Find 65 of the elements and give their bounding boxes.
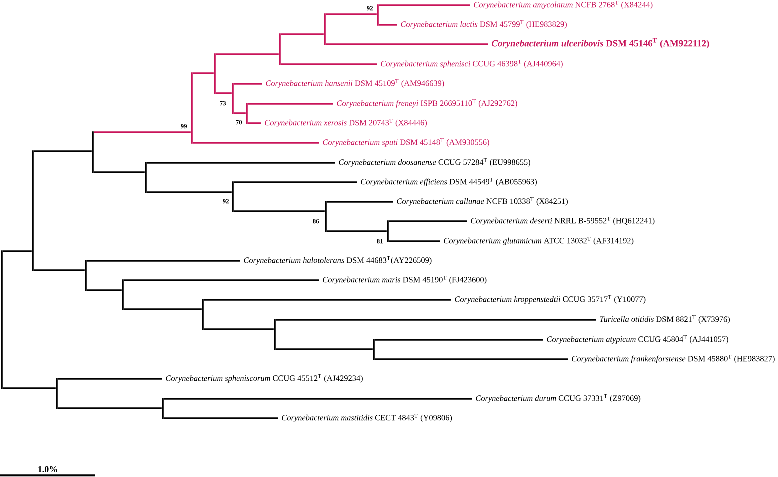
taxon-label: Corynebacterium atypicum CCUG 45804$^{T}$ (AJ441057) <box>547 336 728 344</box>
taxon-label: Corynebacterium sphenisci CCUG 46398$^{T}$ (AJ440964) <box>381 60 563 68</box>
taxon-label: Corynebacterium glutamicum ATCC 13032$^{T}$ (AF314192) <box>444 237 634 246</box>
taxon-label: Corynebacterium halotolerans DSM 44683$^{T}$(AY226509) <box>244 256 432 265</box>
branch-line <box>147 162 335 164</box>
taxon-label: Corynebacterium callunae NCFB 10338$^{T}$ (X84251) <box>397 198 568 206</box>
branch-line <box>216 54 279 56</box>
branch-line <box>58 378 162 380</box>
taxon-label: Corynebacterium lactis DSM 45799$^{T}$ (HE983829) <box>401 20 567 29</box>
branch-line <box>248 122 261 124</box>
taxon-label: Corynebacterium xerosis DSM 20743$^{T}$ (X84446) <box>265 119 428 128</box>
taxon-label: Corynebacterium hansenii DSM 45109$^{T}$ (AM946639) <box>266 80 444 88</box>
branch-line <box>164 418 278 420</box>
branch-line <box>193 72 214 74</box>
taxon-label: Corynebacterium doosanense CCUG 57284$^{T}$ (EU998655) <box>339 158 530 167</box>
branch-line <box>124 308 202 310</box>
branch-line <box>164 398 472 400</box>
branch-line <box>147 192 232 194</box>
branch-line <box>248 103 333 105</box>
branch-line <box>87 260 240 262</box>
branch-line <box>124 280 319 282</box>
branch-line <box>281 34 324 36</box>
taxon-label: Corynebacterium sputi DSM 45148$^{T}$ (AM930556) <box>323 138 490 147</box>
branch-line <box>389 220 467 222</box>
branch-line <box>58 408 162 410</box>
branch-line <box>276 319 596 321</box>
branch-line <box>94 172 145 174</box>
branch-line <box>3 250 32 252</box>
taxon-label: Corynebacterium kroppenstedtii CCUG 35717$^{T}$ (Y10077) <box>455 296 646 304</box>
branch-line <box>34 150 92 152</box>
branch-line <box>326 14 377 16</box>
branch-line <box>389 240 440 242</box>
branch-line <box>94 132 191 134</box>
branch-line <box>34 270 85 272</box>
branch-line <box>216 92 232 94</box>
scale-label: 1.0% <box>38 466 58 472</box>
branch-line <box>87 290 122 292</box>
branch-line <box>3 388 56 390</box>
branch-line <box>234 112 246 114</box>
taxon-label: Corynebacterium ulceribovis DSM 45146$^{T}$ (AM922112) <box>492 38 710 49</box>
taxon-label: Corynebacterium deserti NRRL B-59552$^{T}$ (HQ612241) <box>471 217 655 226</box>
branch-line <box>375 339 543 341</box>
branch-line <box>193 142 319 144</box>
branch-line <box>327 230 387 232</box>
branch-line <box>204 299 451 301</box>
branch-line <box>326 44 488 46</box>
branch-line <box>281 64 377 66</box>
branch-line <box>379 24 397 26</box>
taxon-label: Corynebacterium maris DSM 45190$^{T}$ (FJ423600) <box>323 276 487 284</box>
branch-line <box>234 182 357 184</box>
taxon-label: Corynebacterium efficiens DSM 44549$^{T}$ (AB055963) <box>361 178 537 186</box>
branch-line <box>234 210 325 212</box>
branch-line <box>379 4 470 6</box>
branch-line <box>375 358 568 360</box>
branch-line <box>276 348 373 350</box>
taxon-label: Corynebacterium durum CCUG 37331$^{T}$ (Z97069) <box>476 394 641 403</box>
taxon-label: Corynebacterium frankenforstense DSM 45880$^{T}$ (HE983827) <box>572 355 775 364</box>
taxon-label: Corynebacterium amycolatum NCFB 2768$^{T}$ (X84244) <box>474 1 653 10</box>
branch-line <box>327 201 393 203</box>
branch-line <box>234 83 262 85</box>
taxon-label: Corynebacterium spheniscorum CCUG 45512$^{T}$ (AJ429234) <box>166 374 363 383</box>
branch-line <box>204 328 274 330</box>
taxon-label: Corynebacterium freneyi ISPB 26695110$^{T}$ (AJ292762) <box>337 100 518 108</box>
taxon-label: Corynebacterium mastitidis CECT 4843$^{T}$ (Y09806) <box>282 414 452 422</box>
taxon-label: Turicella otitidis DSM 8821$^{T}$ (X73976) <box>600 316 730 324</box>
